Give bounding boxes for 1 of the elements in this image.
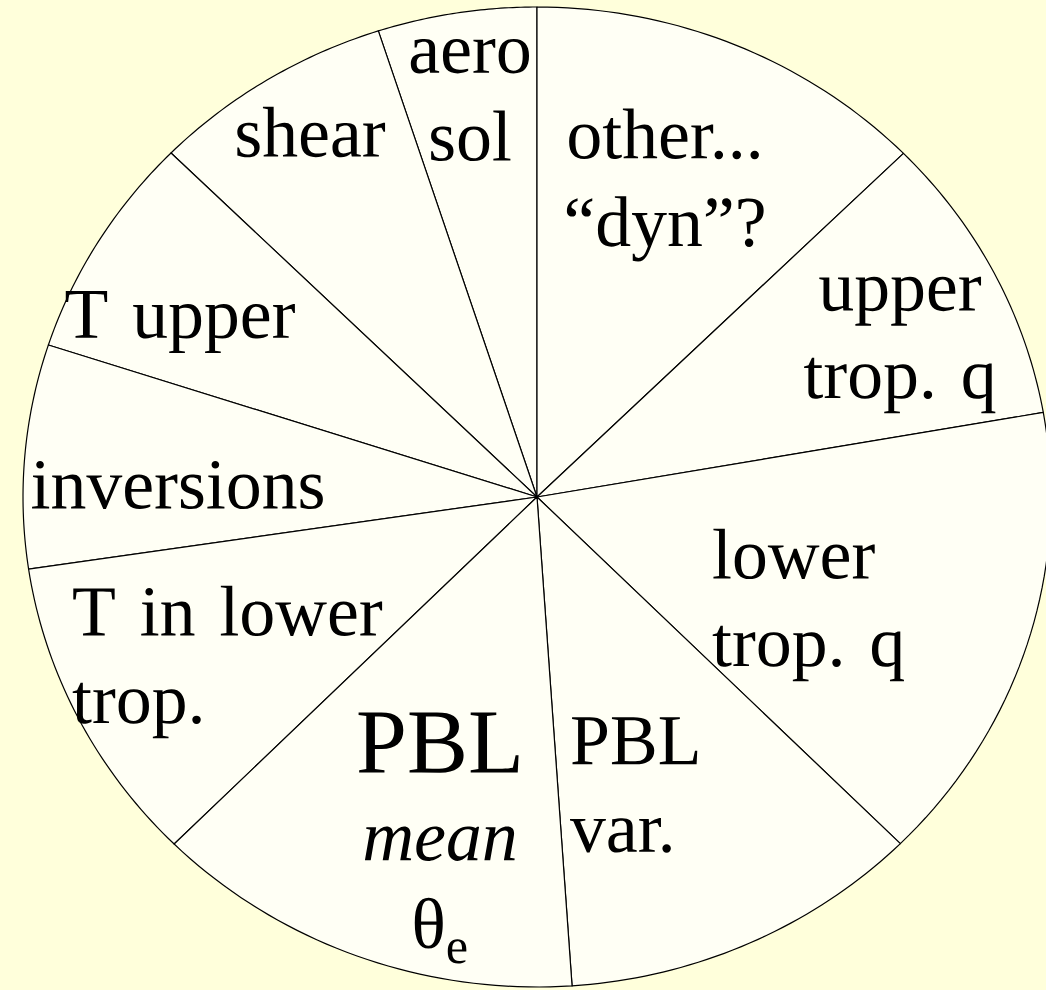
node-label: lower trop. q [712,528,904,682]
